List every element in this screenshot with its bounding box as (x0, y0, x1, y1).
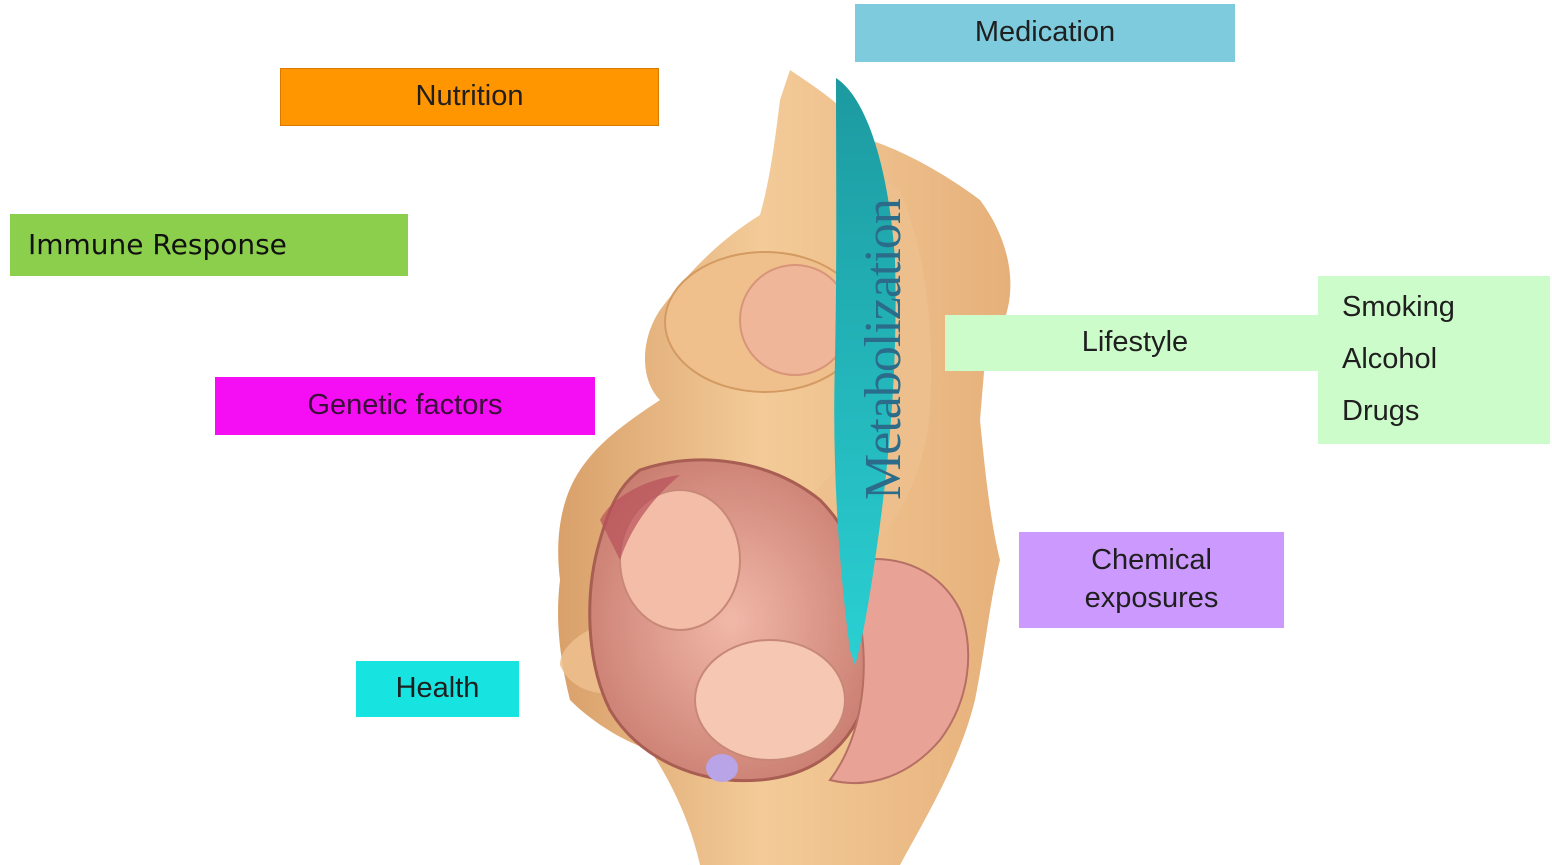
lifestyle-item-drugs: Drugs (1342, 393, 1419, 431)
bladder-shape (706, 754, 738, 782)
label-genetic-factors: Genetic factors (215, 377, 595, 435)
label-chemical-line2: exposures (1085, 580, 1219, 618)
label-health-text: Health (396, 670, 480, 708)
areola-shape (740, 265, 850, 375)
label-nutrition-text: Nutrition (416, 78, 524, 116)
label-lifestyle-text: Lifestyle (1082, 324, 1188, 362)
label-lifestyle: Lifestyle (945, 315, 1325, 371)
label-immune-response: Immune Response (10, 214, 408, 276)
label-genetic-factors-text: Genetic factors (307, 387, 502, 425)
label-medication-text: Medication (975, 14, 1115, 52)
lifestyle-item-alcohol: Alcohol (1342, 341, 1437, 379)
label-medication: Medication (855, 4, 1235, 62)
label-nutrition: Nutrition (280, 68, 659, 126)
label-chemical-line1: Chemical (1091, 542, 1212, 580)
label-chemical-exposures: Chemical exposures (1019, 532, 1284, 628)
metabolization-text: Metabolization (855, 198, 912, 500)
label-immune-response-text: Immune Response (28, 227, 287, 263)
label-health: Health (356, 661, 519, 717)
lifestyle-item-smoking: Smoking (1342, 289, 1455, 327)
lifestyle-items-list: Smoking Alcohol Drugs (1318, 276, 1550, 444)
fetus-head (695, 640, 845, 760)
